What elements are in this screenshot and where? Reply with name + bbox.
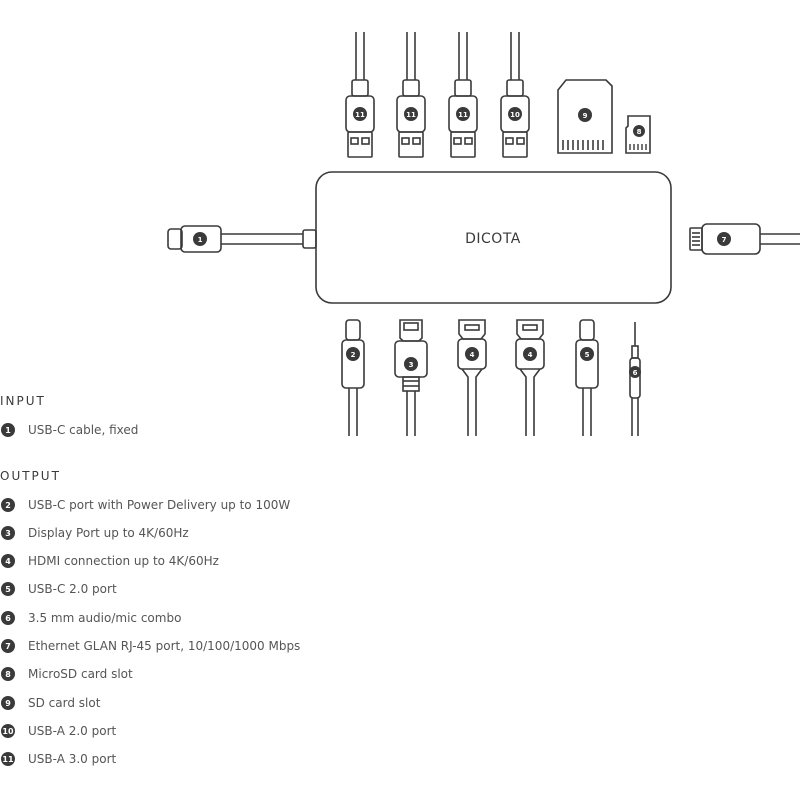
usb-a-cable-1 [345,32,375,158]
legend-label-10: USB-A 2.0 port [28,724,117,738]
microsd-card [625,115,651,154]
legend-item-5: 5 USB-C 2.0 port [0,580,117,598]
legend-item-3: 3 Display Port up to 4K/60Hz [0,524,189,542]
legend-item-6: 6 3.5 mm audio/mic combo [0,609,181,627]
legend-item-4: 4 HDMI connection up to 4K/60Hz [0,552,219,570]
hdmi-cable-2 [515,319,545,436]
audio-jack-cable [629,322,641,436]
usb-c-pd-cable [341,319,365,436]
hub-logo: DICOTA [465,231,521,247]
svg-text:1: 1 [198,236,203,244]
callout-badge-10: 10 [508,107,522,121]
usb-a-cable-3 [448,32,478,158]
hdmi-cable-1 [457,319,487,436]
legend-badge-10: 10 [1,724,15,738]
svg-text:8: 8 [637,128,642,136]
usb-a-cable-2 [396,32,426,158]
usb-a-cable-4 [500,32,530,158]
usb-c-cable [575,319,599,436]
legend-item-10: 10 USB-A 2.0 port [0,722,116,740]
svg-text:11: 11 [355,111,365,119]
svg-text:4: 4 [528,351,533,359]
legend-label-9: SD card slot [28,696,101,710]
input-title: INPUT [0,394,46,408]
input-legend: INPUT 1 USB-C cable, fixed [0,393,420,437]
callout-badge-11-a: 11 [353,107,367,121]
legend-badge-9: 9 [1,696,15,710]
legend-label-6: 3.5 mm audio/mic combo [28,611,182,625]
svg-text:9: 9 [583,112,588,120]
svg-text:5: 5 [585,351,590,359]
callout-badge-9: 9 [578,108,592,122]
sd-card [557,79,613,154]
legend-item-11: 11 USB-A 3.0 port [0,750,116,768]
input-usb-c-cable [167,225,317,253]
svg-text:10: 10 [510,111,520,119]
legend-label-4: HDMI connection up to 4K/60Hz [28,554,219,568]
legend-label-1: USB-C cable, fixed [28,423,139,437]
callout-badge-3: 3 [404,357,418,371]
legend-label-2: USB-C port with Power Delivery up to 100… [28,498,291,512]
legend-badge-2: 2 [1,498,15,512]
legend-label-7: Ethernet GLAN RJ-45 port, 10/100/1000 Mb… [28,639,301,653]
legend-item-9: 9 SD card slot [0,694,100,712]
callout-badge-4-a: 4 [465,347,479,361]
legend-badge-11: 11 [1,752,15,766]
legend-label-3: Display Port up to 4K/60Hz [28,526,189,540]
svg-text:7: 7 [722,236,727,244]
callout-badge-2: 2 [346,347,360,361]
legend-item-7: 7 Ethernet GLAN RJ-45 port, 10/100/1000 … [0,637,300,655]
legend-badge-7: 7 [1,639,15,653]
legend-label-11: USB-A 3.0 port [28,752,117,766]
legend-badge-1: 1 [1,423,15,437]
callout-badge-6: 6 [629,366,641,378]
legend-badge-8: 8 [1,667,15,681]
legend-label-8: MicroSD card slot [28,667,133,681]
legend-badge-5: 5 [1,582,15,596]
svg-text:11: 11 [406,111,416,119]
callout-badge-1: 1 [193,232,207,246]
callout-badge-4-b: 4 [523,347,537,361]
svg-text:6: 6 [633,369,638,377]
svg-text:11: 11 [458,111,468,119]
displayport-cable [394,319,428,436]
output-title: OUTPUT [0,469,61,483]
callout-badge-8: 8 [633,125,645,137]
legend-label-5: USB-C 2.0 port [28,582,117,596]
hub-diagram: DICOTA [167,32,800,436]
legend-item-8: 8 MicroSD card slot [0,665,133,683]
legend-badge-6: 6 [1,611,15,625]
callout-badge-11-c: 11 [456,107,470,121]
legend-badge-3: 3 [1,526,15,540]
output-legend: OUTPUT 2 USB-C port with Power Delivery … [0,468,420,766]
legend-item-1: 1 USB-C cable, fixed [0,421,138,439]
callout-badge-11-b: 11 [404,107,418,121]
svg-text:4: 4 [470,351,475,359]
svg-text:2: 2 [351,351,356,359]
svg-text:3: 3 [409,361,414,369]
legend-item-2: 2 USB-C port with Power Delivery up to 1… [0,496,290,514]
callout-badge-7: 7 [717,232,731,246]
callout-badge-5: 5 [580,347,594,361]
ethernet-cable [689,223,800,255]
legend-badge-4: 4 [1,554,15,568]
